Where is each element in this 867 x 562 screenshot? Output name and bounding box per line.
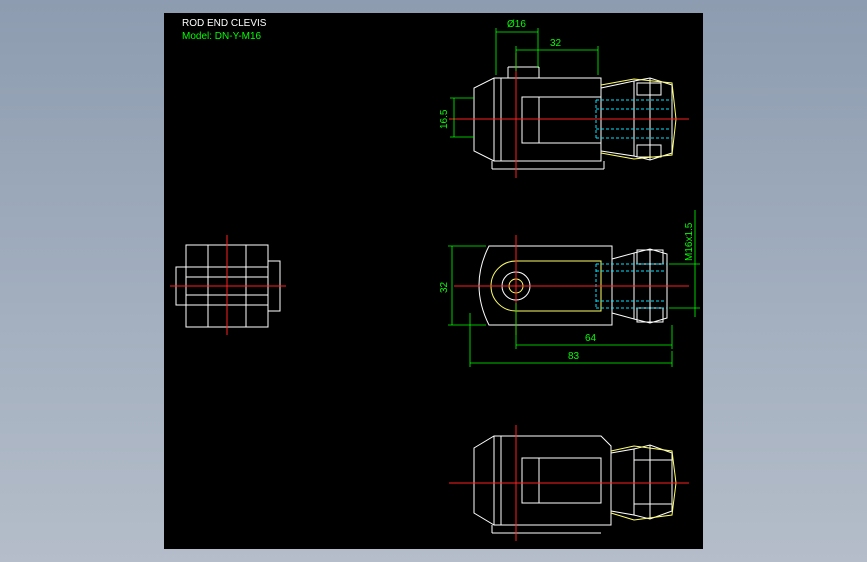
dim-pin-diameter: Ø16: [507, 19, 526, 30]
dim-length-64: 64: [585, 333, 597, 344]
dim-length-83: 83: [568, 351, 580, 362]
dim-height-16-5: 16.5: [439, 109, 450, 129]
drawing-sheet: .ol { fill:none; stroke:#ffffff; stroke-…: [164, 13, 703, 549]
clevis-drawing: .ol { fill:none; stroke:#ffffff; stroke-…: [170, 18, 700, 541]
top-view: [449, 53, 689, 178]
dim-thread: M16x1.5: [684, 222, 695, 261]
side-view: [170, 235, 286, 335]
dim-side-32: 32: [439, 281, 450, 293]
drawing-title: ROD END CLEVIS: [182, 18, 267, 29]
drawing-model: Model: DN-Y-M16: [182, 31, 262, 42]
bottom-view: [449, 425, 689, 541]
front-view: [454, 235, 689, 335]
dim-top-32: 32: [550, 38, 562, 49]
dimensions: Ø16 32 16.5 32 64 83 M16x1.5: [439, 19, 700, 367]
